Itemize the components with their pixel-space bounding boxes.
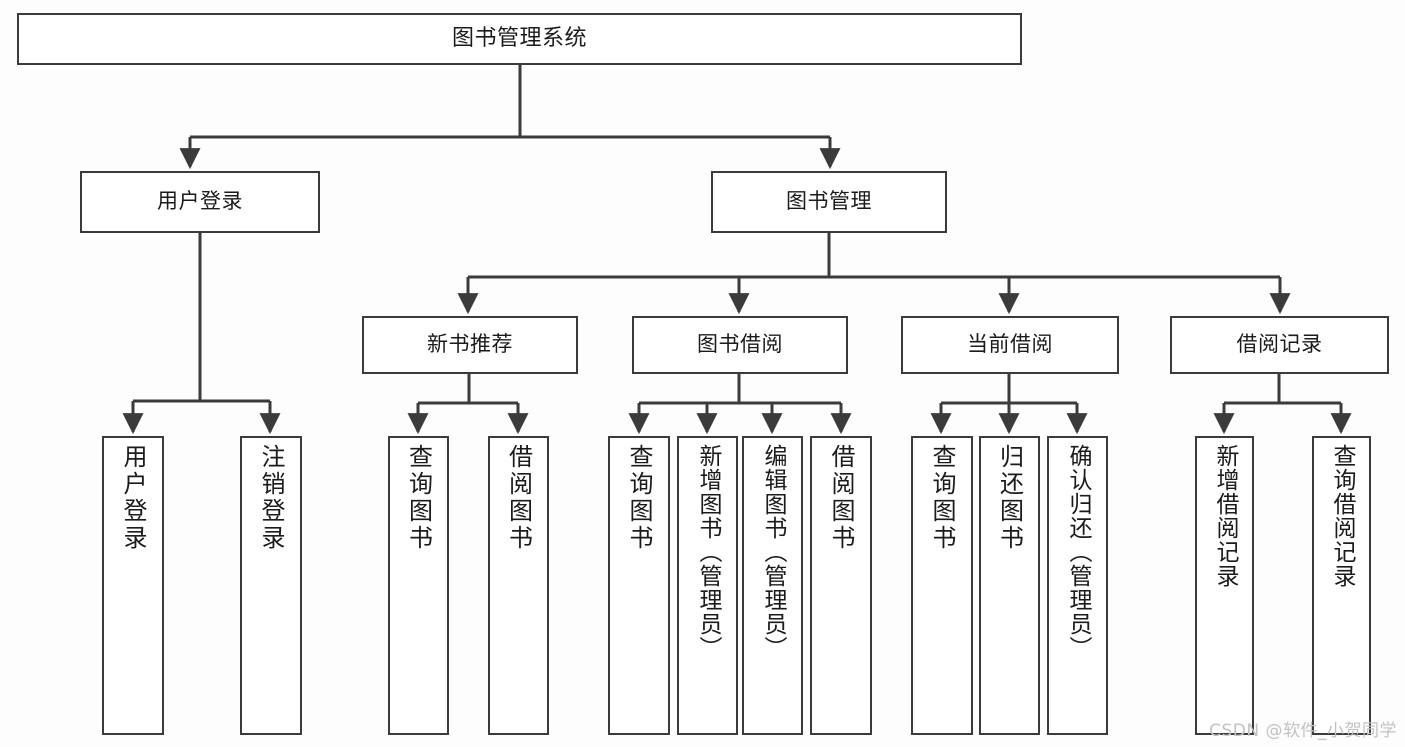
leaf-book-borrow-0[interactable]: 查询图书 (608, 436, 670, 735)
leaf-current-borrow-0-label: 查询图书 (928, 444, 956, 552)
leaf-borrow-record-0[interactable]: 新增借阅记录 (1195, 436, 1254, 735)
leaf-user-login-1[interactable]: 注销登录 (240, 436, 302, 735)
leaf-borrow-record-1[interactable]: 查询借阅记录 (1312, 436, 1371, 735)
leaf-book-borrow-1[interactable]: 新增图书（管理员） (677, 436, 738, 735)
node-book-borrow[interactable]: 图书借阅 (632, 316, 848, 374)
leaf-new-book-0-label: 查询图书 (404, 444, 433, 552)
leaf-borrow-record-0-label: 新增借阅记录 (1212, 444, 1238, 588)
leaf-book-borrow-3[interactable]: 借阅图书 (810, 436, 872, 735)
leaf-new-book-0[interactable]: 查询图书 (388, 436, 449, 735)
node-current-borrow[interactable]: 当前借阅 (901, 316, 1119, 374)
node-borrow-record-label: 借阅记录 (1236, 332, 1323, 357)
leaf-user-login-0[interactable]: 用户登录 (102, 436, 164, 735)
leaf-current-borrow-2-label: 确认归还（管理员） (1065, 444, 1091, 660)
leaf-current-borrow-1[interactable]: 归还图书 (979, 436, 1040, 735)
leaf-book-borrow-2[interactable]: 编辑图书（管理员） (742, 436, 803, 735)
node-book-borrow-label: 图书借阅 (697, 332, 783, 357)
node-book-management[interactable]: 图书管理 (711, 171, 947, 233)
leaf-book-borrow-1-label: 新增图书（管理员） (695, 444, 721, 660)
leaf-borrow-record-1-label: 查询借阅记录 (1329, 444, 1355, 588)
node-book-management-label: 图书管理 (786, 189, 872, 214)
leaf-user-login-1-label: 注销登录 (257, 444, 285, 552)
node-borrow-record[interactable]: 借阅记录 (1170, 316, 1389, 374)
node-new-book-recommend[interactable]: 新书推荐 (362, 316, 578, 374)
leaf-new-book-1-label: 借阅图书 (504, 444, 533, 552)
node-root[interactable]: 图书管理系统 (17, 13, 1022, 65)
leaf-book-borrow-3-label: 借阅图书 (827, 444, 855, 552)
leaf-new-book-1[interactable]: 借阅图书 (488, 436, 549, 735)
csdn-watermark: CSDN @软件_小贺同学 (1209, 721, 1397, 741)
leaf-user-login-0-label: 用户登录 (119, 444, 147, 552)
node-root-label: 图书管理系统 (451, 25, 587, 51)
node-new-book-recommend-label: 新书推荐 (427, 332, 513, 357)
leaf-current-borrow-1-label: 归还图书 (995, 444, 1024, 552)
leaf-current-borrow-2[interactable]: 确认归还（管理员） (1047, 436, 1108, 735)
node-current-borrow-label: 当前借阅 (967, 332, 1053, 357)
node-user-login[interactable]: 用户登录 (80, 171, 320, 233)
node-user-login-label: 用户登录 (157, 189, 243, 214)
leaf-current-borrow-0[interactable]: 查询图书 (911, 436, 973, 735)
leaf-book-borrow-0-label: 查询图书 (625, 444, 653, 552)
leaf-book-borrow-2-label: 编辑图书（管理员） (760, 444, 786, 660)
